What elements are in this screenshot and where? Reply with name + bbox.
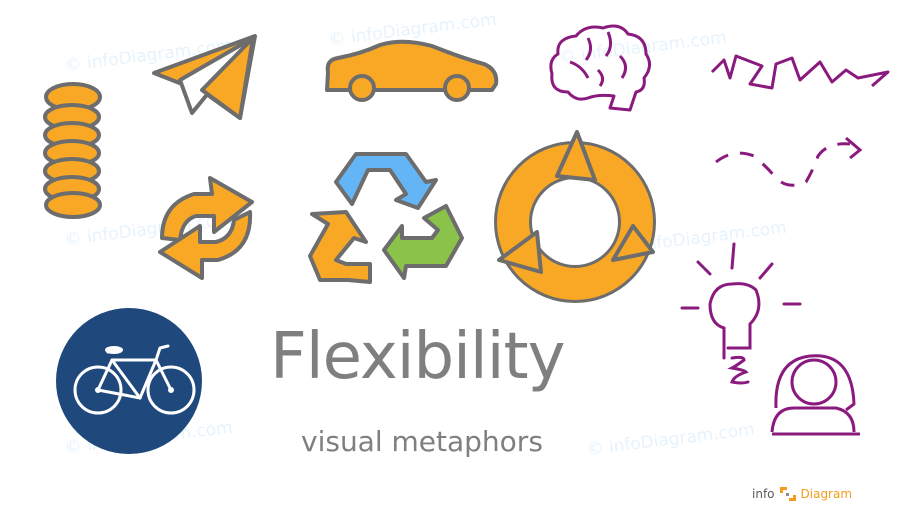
refresh-arrows-icon [158, 176, 254, 280]
brain-icon [549, 24, 651, 112]
spring-icon [43, 82, 102, 219]
car-icon [325, 39, 499, 102]
lightbulb-icon [680, 242, 802, 385]
slide-title: Flexibility [270, 320, 565, 394]
zigzag-line-icon [710, 54, 890, 90]
logo-left-text: info [752, 487, 775, 501]
circular-arrows-icon [494, 130, 656, 303]
bicycle-icon [56, 308, 202, 454]
recycle-icon [308, 152, 464, 284]
watermark: © infoDiagram.com [585, 419, 756, 460]
logo-bracket-icon [779, 487, 796, 501]
paper-plane-icon [152, 34, 257, 120]
slide-subtitle: visual metaphors [301, 425, 543, 458]
infodiagram-logo: info Diagram [752, 486, 852, 502]
person-icon [770, 354, 860, 436]
logo-right-text: Diagram [800, 487, 853, 501]
dashed-arrow-icon [715, 136, 863, 187]
